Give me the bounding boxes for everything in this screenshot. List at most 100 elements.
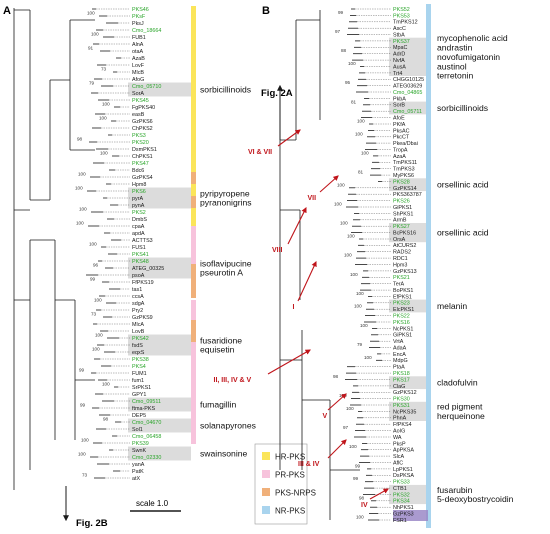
- event-label: VI & VII: [248, 149, 272, 156]
- hr-pks-bar: [191, 6, 196, 88]
- hr-pks-bar: [191, 88, 196, 226]
- leaf-label: SrPKS1: [132, 385, 151, 391]
- product-label: cladofulvin: [437, 378, 478, 388]
- leaf-label: DsmPKS1: [132, 147, 157, 153]
- product-label: pyripyropene: [200, 188, 250, 198]
- leaf-label: MlcB: [132, 70, 144, 76]
- leaf-label: sdgA: [132, 301, 145, 307]
- leaf-label: Cmo_09511: [132, 399, 161, 405]
- legend-swatch: [262, 470, 270, 478]
- leaf-label: ChPKS1: [132, 154, 153, 160]
- product-label: swainsonine: [200, 449, 248, 459]
- leaf-label: PKfA: [393, 122, 406, 128]
- leaf-label: NcPKS35: [393, 409, 416, 415]
- bootstrap-value: 100: [87, 11, 95, 16]
- fig-2b-reference: Fig. 2B: [76, 518, 108, 529]
- bootstrap-value: 91: [88, 46, 94, 51]
- leaf-label: GzPKS9: [132, 315, 153, 321]
- leaf-label: PKS16: [393, 320, 410, 326]
- bootstrap-value: 99: [90, 277, 96, 282]
- group-shade: [128, 82, 191, 97]
- leaf-label: PKS41: [132, 252, 149, 258]
- leaf-label: DEP5: [132, 413, 146, 419]
- leaf-label: DmbS: [132, 217, 147, 223]
- bootstrap-value: 79: [89, 81, 95, 86]
- leaf-label: ChPKS2: [132, 126, 153, 132]
- leaf-label: GzPKS14: [393, 186, 417, 192]
- leaf-label: eqxS: [132, 350, 145, 356]
- bootstrap-value: 100: [364, 355, 372, 360]
- leaf-label: ATEG_00325: [132, 266, 164, 272]
- product-label: 5-deoxybostrycoidin: [437, 494, 514, 504]
- leaf-label: SorB: [393, 103, 405, 109]
- legend-swatch: [262, 488, 270, 496]
- panel-b-label: B: [262, 5, 270, 17]
- leaf-label: GzPKS12: [393, 390, 417, 396]
- leaf-label: PKS26: [393, 199, 410, 205]
- leaf-label: FUB1: [132, 35, 146, 41]
- leaf-label: Cmo_18664: [132, 28, 161, 34]
- leaf-label: PKS42: [132, 336, 149, 342]
- leaf-label: ShPKS1: [393, 211, 413, 217]
- leaf-label: PKS45: [132, 98, 149, 104]
- leaf-label: PKsF: [132, 14, 146, 20]
- event-label: V: [323, 413, 328, 420]
- leaf-label: pynA: [132, 203, 145, 209]
- bootstrap-value: 100: [346, 406, 354, 411]
- bootstrap-value: 99: [79, 368, 85, 373]
- leaf-label: PKS31: [393, 403, 410, 409]
- product-label: orsellinic acid: [437, 228, 489, 238]
- leaf-label: PKS47: [132, 161, 149, 167]
- event-arrow: [327, 439, 347, 459]
- event-arrow: [297, 261, 317, 302]
- leaf-label: LpPKS1: [393, 467, 413, 473]
- leaf-label: FUS1: [132, 245, 146, 251]
- panel-b-leaf-labels: PKS52PKS53TmPKS12AscCStbAPKS37MpaCAdrDNv…: [393, 7, 424, 524]
- leaf-label: CTB1: [393, 486, 407, 492]
- bootstrap-value: 79: [357, 342, 363, 347]
- product-label: terretonin: [437, 71, 474, 81]
- bootstrap-value: 100: [355, 131, 363, 136]
- leaf-label: GzPKS13: [393, 269, 417, 275]
- panel-b-product-labels: mycophenolic acidandrastinnovofumigatoni…: [437, 33, 514, 504]
- leaf-label: PkbA: [393, 96, 406, 102]
- leaf-label: ccsA: [132, 294, 144, 300]
- leaf-label: Pkea/Dbai: [393, 141, 418, 147]
- group-shade: [389, 178, 426, 192]
- leaf-label: atX: [132, 476, 140, 482]
- leaf-label: PKS18: [393, 371, 410, 377]
- leaf-label: Hpm8: [132, 182, 146, 188]
- group-shade: [389, 376, 426, 390]
- leaf-label: PKS6: [132, 189, 146, 195]
- leaf-label: PKS53: [393, 13, 410, 19]
- leaf-label: FUM1: [132, 371, 147, 377]
- leaf-label: PKS46: [132, 7, 149, 13]
- leaf-label: WA: [393, 435, 402, 441]
- legend-swatch: [262, 452, 270, 460]
- leaf-label: PksAC: [393, 128, 410, 134]
- leaf-label: otaA: [132, 49, 143, 55]
- bootstrap-value: 97: [343, 425, 349, 430]
- bootstrap-value: 100: [344, 253, 352, 258]
- leaf-label: FgPKS40: [132, 105, 155, 111]
- leaf-label: AzaA: [393, 154, 406, 160]
- bootstrap-value: 100: [79, 207, 87, 212]
- bootstrap-value: 100: [100, 151, 108, 156]
- group-shade: [128, 257, 191, 279]
- leaf-label: Bdc6: [132, 168, 144, 174]
- bootstrap-value: 100: [349, 444, 357, 449]
- bootstrap-value: 81: [358, 170, 364, 175]
- fig-2a-reference: Fig. 2A: [261, 84, 293, 140]
- leaf-label: AzaB: [132, 56, 145, 62]
- leaf-label: tas1: [132, 287, 142, 293]
- leaf-label: VrtA: [393, 339, 404, 345]
- leaf-label: MpaC: [393, 45, 407, 51]
- product-label: fumagillin: [200, 400, 237, 410]
- leaf-label: FfPKS19: [132, 280, 154, 286]
- pks-nrps-bar: [191, 264, 196, 298]
- panel-a-bootstrap-values: 1001009173791001009810010010010010010096…: [75, 11, 110, 478]
- leaf-label: EncA: [393, 352, 406, 358]
